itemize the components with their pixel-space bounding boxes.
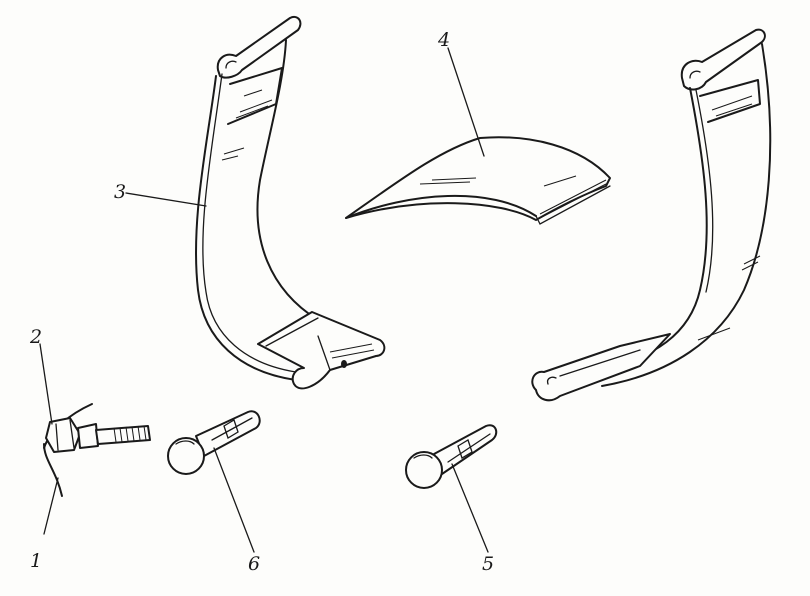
leader-6 xyxy=(213,447,255,553)
bolt-with-nut xyxy=(43,403,151,497)
left-spring-strap xyxy=(195,16,386,390)
leader-3 xyxy=(125,192,207,207)
label-part-3: 3 xyxy=(114,181,126,203)
leader-1 xyxy=(43,477,59,535)
leader-2 xyxy=(39,343,53,425)
leader-lines xyxy=(39,47,489,553)
leader-5 xyxy=(451,463,489,553)
pin-left xyxy=(167,410,261,475)
label-part-5: 5 xyxy=(482,553,494,575)
curved-plate xyxy=(345,136,611,225)
label-part-1: 1 xyxy=(30,550,42,572)
leader-4 xyxy=(447,47,485,157)
label-part-4: 4 xyxy=(437,29,450,51)
right-spring-strap xyxy=(531,28,772,402)
label-part-2: 2 xyxy=(29,326,42,348)
label-part-6: 6 xyxy=(248,553,260,575)
pin-right xyxy=(405,424,498,489)
